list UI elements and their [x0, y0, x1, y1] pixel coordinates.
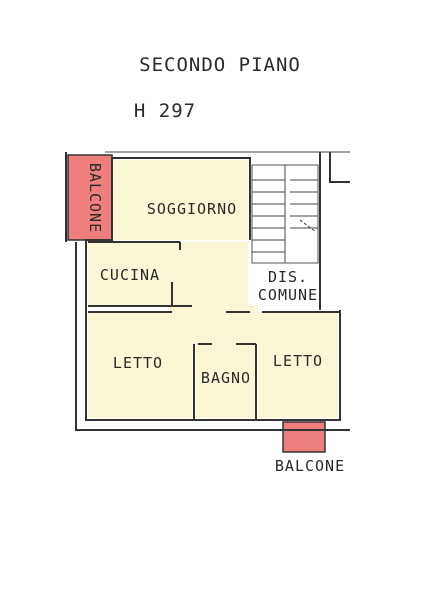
wall-outer: [85, 158, 341, 421]
label-letto-left: LETTO: [113, 354, 163, 372]
floor-height: H 297: [134, 100, 196, 122]
label-bagno: BAGNO: [201, 369, 251, 387]
label-balcone-left: BALCONE: [86, 163, 104, 233]
living-room-area: [112, 160, 248, 240]
bedroom-left-area: [88, 312, 193, 418]
wall-outer-line: [75, 242, 350, 431]
label-letto-right: LETTO: [273, 352, 323, 370]
label-balcone-bottom: BALCONE: [275, 457, 345, 475]
hallway-area: [170, 306, 258, 344]
label-comune: COMUNE: [258, 286, 318, 304]
staircase: [251, 164, 319, 264]
balcony-left: [67, 154, 113, 241]
wall-top: [112, 157, 251, 240]
bedroom-right-area: [258, 312, 338, 418]
plan-title: SECONDO PIANO: [139, 54, 301, 76]
label-cucina: CUCINA: [100, 266, 160, 284]
bathroom-area: [196, 344, 256, 418]
kitchen-area: [88, 242, 248, 306]
balcony-bottom: [282, 421, 326, 453]
wall-stair-corner: [329, 152, 350, 183]
label-dis: DIS.: [268, 268, 308, 286]
label-soggiorno: SOGGIORNO: [147, 200, 237, 218]
